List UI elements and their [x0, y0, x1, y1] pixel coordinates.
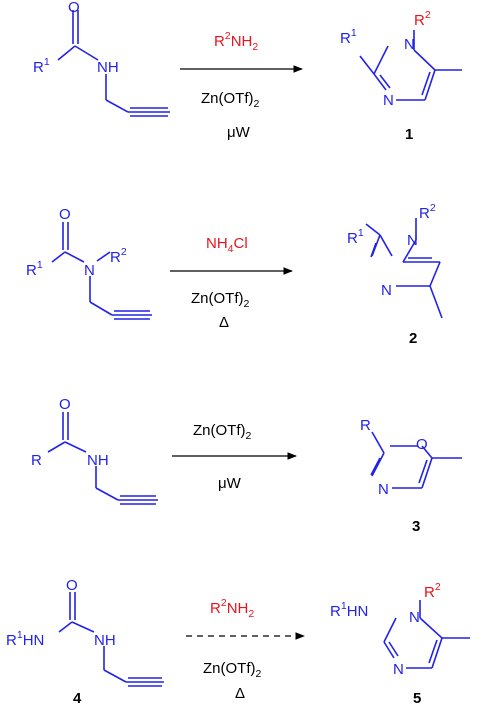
n-label: N	[84, 262, 95, 279]
oxygen-label: O	[66, 577, 78, 594]
reactant-3	[47, 412, 158, 505]
oxygen-label: O	[59, 206, 71, 223]
condition-1: μW	[227, 124, 251, 141]
reaction-2: O R1 N R2 NH4Cl Zn(OTf)2 Δ N N R1 R2	[26, 202, 443, 347]
reactant-2-labels: O R1 N R2	[26, 206, 127, 279]
svg-text:R2: R2	[414, 9, 431, 29]
reactant-4-labels: O R1HN NH 4	[6, 577, 116, 707]
reactant-1	[57, 10, 170, 117]
reagent-4: R2NH2	[210, 597, 254, 620]
n-bottom-label: N	[383, 92, 394, 109]
condition-2: Δ	[219, 314, 229, 331]
reaction-4: O R1HN NH 4 R2NH2 Zn(OTf)2 Δ N N R1HN R2…	[6, 577, 470, 707]
reaction-3: O R NH Zn(OTf)2 μW R O N 3	[31, 396, 462, 535]
r-label: R	[33, 59, 44, 76]
nh-label: NH	[97, 59, 119, 76]
compound-number-5: 5	[413, 690, 421, 707]
n-top-label: N	[404, 36, 415, 53]
product-2-labels: N N R1 R2 2	[347, 202, 436, 347]
condition-4: Δ	[235, 685, 245, 702]
condition-3: μW	[218, 475, 242, 492]
compound-number-2: 2	[409, 330, 417, 347]
svg-text:R2: R2	[424, 581, 441, 601]
product-2	[365, 218, 443, 319]
reactant-1-labels: O R1 NH	[33, 0, 119, 76]
svg-text:R1: R1	[26, 259, 43, 279]
product-5-labels: N N R1HN R2 5	[330, 581, 441, 707]
catalyst-2: Zn(OTf)2	[191, 290, 250, 310]
n-top-label: N	[409, 609, 420, 626]
svg-text:R2: R2	[110, 246, 127, 266]
n-bottom-label: N	[393, 661, 404, 678]
svg-text:R2: R2	[419, 202, 436, 222]
r-sup: 1	[44, 56, 50, 68]
svg-text:R1: R1	[33, 56, 50, 76]
r-label: R	[360, 417, 371, 434]
compound-number-3: 3	[412, 518, 420, 535]
compound-number-1: 1	[405, 126, 413, 143]
product-1-labels: N N R1 R2 1	[340, 9, 431, 143]
product-5	[383, 600, 470, 669]
reactant-2	[51, 222, 152, 320]
reagent-1: R2NH2	[214, 30, 258, 53]
product-3	[370, 431, 462, 489]
reactant-3-labels: O R NH	[31, 396, 109, 469]
svg-text:R1HN: R1HN	[330, 600, 368, 620]
oxygen-label: O	[59, 396, 71, 413]
nh-label: NH	[94, 632, 116, 649]
svg-text:R1: R1	[340, 27, 357, 47]
product-3-labels: R O N 3	[360, 417, 428, 535]
r-label: R	[31, 452, 42, 469]
catalyst-4: Zn(OTf)2	[203, 660, 262, 680]
svg-text:R1: R1	[347, 227, 364, 247]
n-top-label: N	[407, 232, 418, 249]
catalyst-1: Zn(OTf)2	[201, 90, 260, 110]
n-ring-label: N	[378, 481, 389, 498]
product-1	[359, 30, 462, 101]
n-bottom-label: N	[381, 282, 392, 299]
reactant-4	[58, 592, 164, 687]
compound-number-4: 4	[73, 690, 82, 707]
reaction-1: O R1 NH R2NH2 Zn(OTf)2 μW N N R1 R2 1	[33, 0, 462, 143]
oxygen-label: O	[68, 0, 80, 16]
o-ring-label: O	[416, 436, 428, 453]
reagent-2: NH4Cl	[206, 235, 248, 255]
svg-text:R1HN: R1HN	[6, 629, 44, 649]
nh-label: NH	[87, 452, 109, 469]
catalyst-3: Zn(OTf)2	[193, 422, 252, 442]
